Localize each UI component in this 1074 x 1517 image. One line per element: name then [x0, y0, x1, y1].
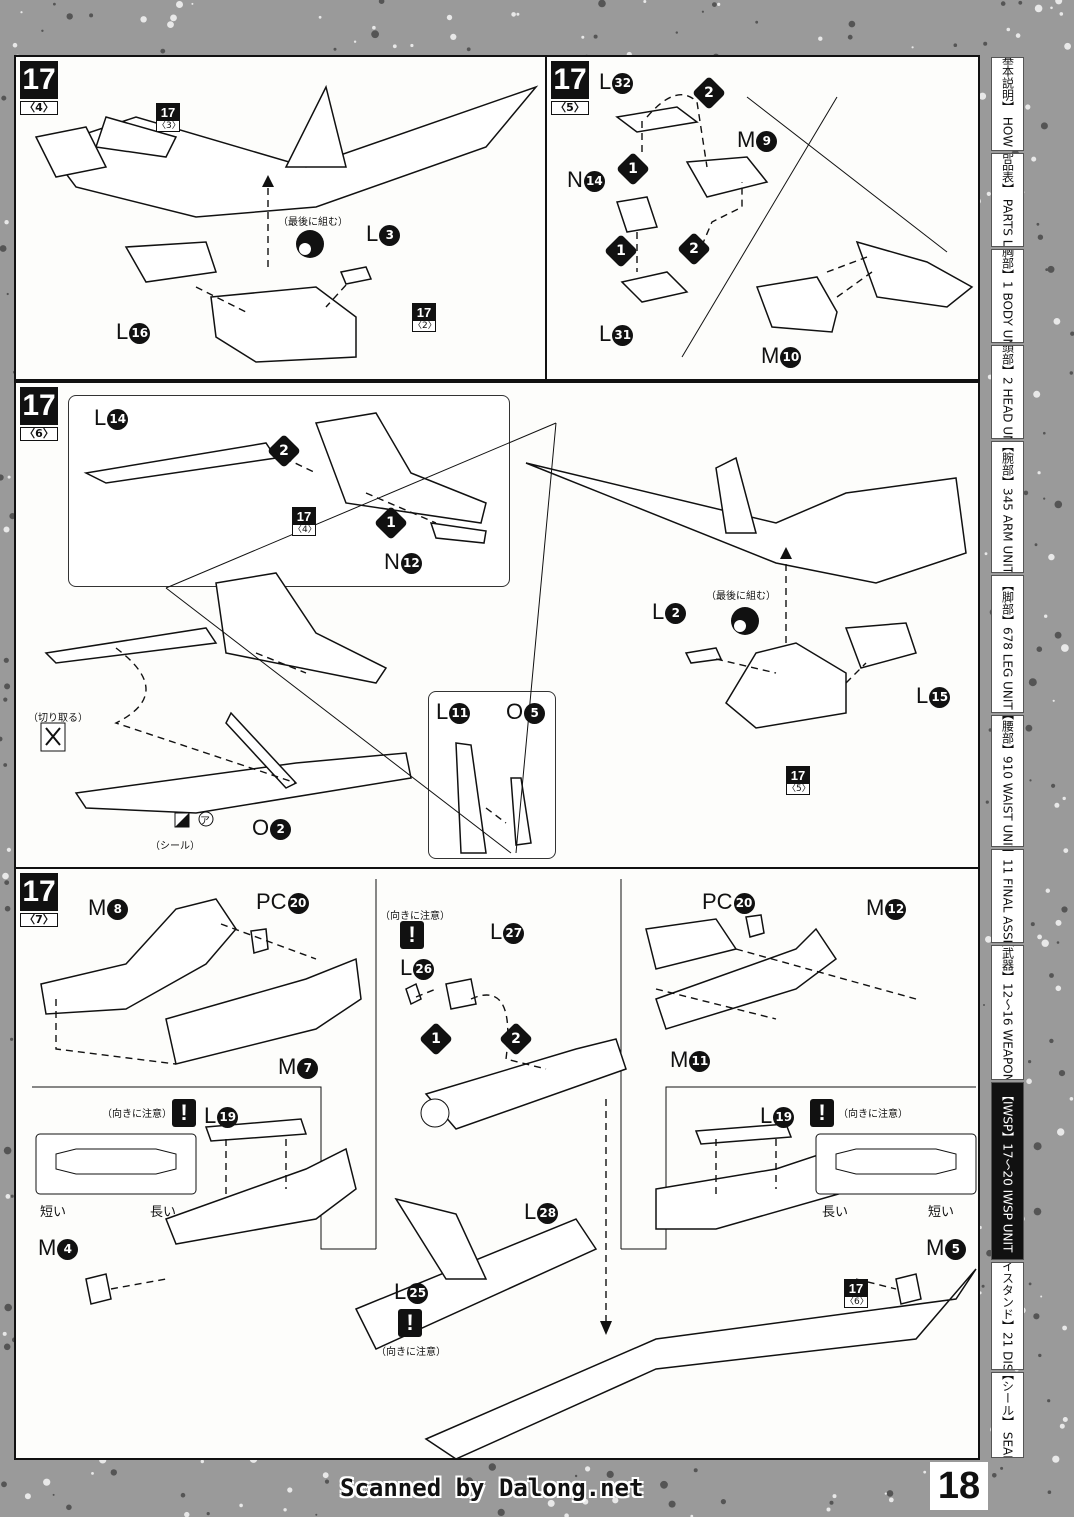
step-number: 17: [20, 387, 58, 425]
long-label: 長い: [822, 1205, 849, 1220]
orientation-note: （向きに注意）: [376, 1347, 446, 1358]
tab-arm-unit[interactable]: 【腕部】345 ARM UNIT: [991, 441, 1024, 573]
step-2-marker: 2: [677, 232, 711, 266]
tab-seal[interactable]: 【シール】 SEAL: [991, 1372, 1024, 1458]
tab-iwsp-unit[interactable]: 【IWSP】17〜20 IWSP UNIT: [991, 1082, 1024, 1260]
warning-icon: !: [810, 1099, 834, 1127]
scan-credit: Scanned by Dalong.net: [340, 1474, 644, 1502]
substep-label: 〈5〉: [551, 101, 589, 115]
ref-step-17-2: 17 〈2〉: [412, 303, 437, 332]
tab-waist-unit[interactable]: 【腰部】910 WAIST UNIT: [991, 715, 1024, 847]
step-1-marker: 1: [604, 234, 638, 268]
step-2-marker: 2: [692, 76, 726, 110]
orientation-note: （向きに注意）: [380, 911, 450, 922]
cut-off-note: （切り取る）: [28, 713, 88, 724]
step-number: 17: [551, 61, 589, 99]
step-number: 17: [20, 873, 58, 911]
orientation-note: （向きに注意）: [102, 1109, 172, 1120]
rail-gun-illustration: [32, 879, 977, 1458]
step-1-marker: 1: [616, 152, 650, 186]
tab-weapons[interactable]: 【武器】12〜16 WEAPONS: [991, 945, 1024, 1080]
warning-icon: !: [398, 1309, 422, 1337]
step-number: 17: [20, 61, 58, 99]
substep-label: 〈7〉: [20, 913, 58, 927]
tab-final-assemble[interactable]: 【完成】11 FINAL ASSEMBLE: [991, 849, 1024, 943]
short-label: 短い: [928, 1205, 955, 1220]
booster-assembly-illustration: [615, 94, 974, 358]
long-label: 長い: [150, 1205, 177, 1220]
tab-body-unit[interactable]: 【胸部】1 BODY UNIT: [991, 249, 1024, 343]
short-label: 短い: [40, 1205, 67, 1220]
tab-head-unit[interactable]: 【頭部】2 HEAD UNIT: [991, 345, 1024, 439]
step-2-marker: 2: [499, 1022, 533, 1056]
ref-step-17-5: 17 〈5〉: [786, 766, 811, 795]
step-1-marker: 1: [374, 506, 408, 540]
seal-a-label: ア: [200, 816, 210, 827]
ref-step-17-3: 17 〈3〉: [156, 103, 181, 132]
step-2-marker: 2: [267, 434, 301, 468]
wing-assembly-illustration: [34, 84, 539, 363]
substep-label: 〈4〉: [20, 101, 58, 115]
wing-unit-illustration: [40, 412, 967, 854]
ref-step-17-6: 17 〈6〉: [844, 1279, 869, 1308]
step-17-7-panel: 17 〈7〉: [14, 867, 980, 1460]
warning-icon: !: [400, 921, 424, 949]
tab-display-stand[interactable]: 【ディスプレイスタンド】21 DISPLAY STAND: [991, 1262, 1024, 1370]
warning-icon: !: [172, 1099, 196, 1127]
assemble-last-note: （最後に組む）: [706, 591, 776, 602]
page-number: 18: [930, 1462, 988, 1510]
tab-leg-unit[interactable]: 【脚部】678 LEG UNIT: [991, 575, 1024, 713]
substep-label: 〈6〉: [20, 427, 58, 441]
assemble-last-note: （最後に組む）: [278, 217, 348, 228]
orientation-note: （向きに注意）: [838, 1109, 908, 1120]
tab-how-to[interactable]: 【基本説明】 HOW TO: [991, 57, 1024, 151]
step-1-marker: 1: [419, 1022, 453, 1056]
seal-note: （シール）: [150, 841, 200, 852]
step-17-6-panel: 17 〈6〉: [14, 381, 980, 869]
ref-step-17-4: 17 〈4〉: [292, 507, 317, 536]
tab-parts-list[interactable]: 【部品表】 PARTS LIST: [991, 153, 1024, 247]
